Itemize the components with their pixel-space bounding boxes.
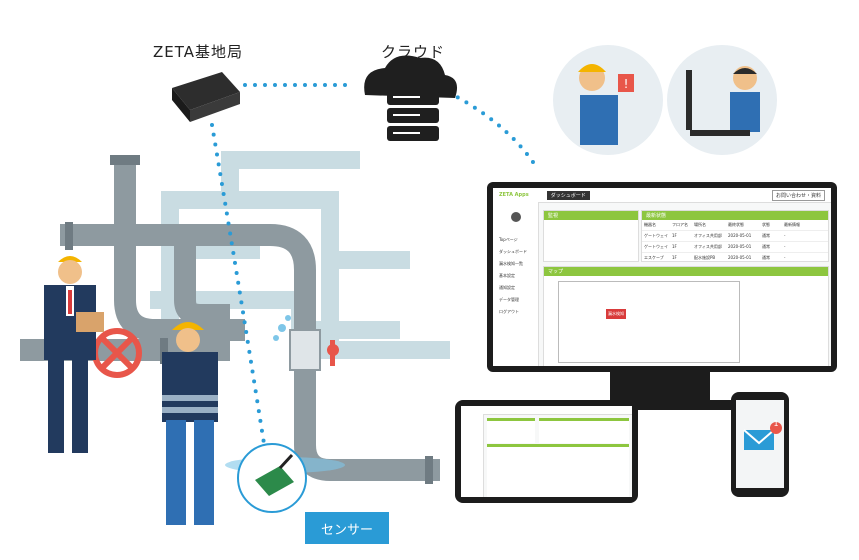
dashboard-header: ZETA Apps ダッシュボード お問い合わせ・資料 — [493, 188, 831, 203]
monitor-panel: 監視 — [543, 210, 639, 262]
table-header-cell: 最終状態 — [728, 222, 744, 227]
table-cell: 1F — [672, 244, 677, 249]
map-panel-title: マップ — [544, 267, 828, 276]
manager-figure — [44, 256, 104, 453]
sidebar-item[interactable]: 漏水検知一覧 — [499, 261, 523, 266]
table-header: 機器名 フロア名 場所名 最終状態 状態 最新情報 — [642, 220, 828, 230]
dashboard-tab[interactable]: ダッシュボード — [546, 190, 590, 200]
table-cell: 通常 — [762, 255, 770, 260]
table-cell: オフィス共用部 — [694, 233, 722, 238]
table-cell: 通常 — [762, 244, 770, 249]
sidebar-avatar-icon — [510, 212, 521, 222]
dashboard-logo: ZETA Apps — [499, 192, 529, 198]
base-station-label: ZETA基地局 — [153, 43, 244, 61]
tablet-map — [487, 444, 629, 497]
dashboard-sidebar: Topページ ダッシュボード 漏水検知一覧 基本設定 通知設定 データ管理 ログ… — [493, 202, 539, 366]
table-header-cell: 機器名 — [644, 222, 656, 227]
tablet-panel-left — [487, 418, 535, 443]
notification-badge: 1 — [773, 419, 779, 428]
sidebar-item[interactable]: ログアウト — [499, 309, 519, 314]
table-header-cell: 最新情報 — [784, 222, 800, 227]
monitor-panel-title: 監視 — [544, 211, 638, 220]
table-cell: 2020-05-01 — [728, 233, 752, 238]
field-worker-avatar: ! — [553, 45, 663, 155]
table-cell: ゲートウェイ — [644, 244, 668, 249]
table-cell: 配水施設PB — [694, 255, 716, 260]
table-cell: 通常 — [762, 233, 770, 238]
table-cell: エスケープ — [644, 255, 664, 260]
tablet-dashboard — [461, 406, 632, 497]
sidebar-item[interactable]: Topページ — [499, 237, 518, 242]
table-row[interactable]: ゲートウェイ 1F オフィス共用部 2020-05-01 通常 - — [642, 230, 828, 241]
table-cell: 2020-05-01 — [728, 255, 752, 260]
cloud-label: クラウド — [381, 43, 446, 61]
table-cell: 1F — [672, 233, 677, 238]
sensor-icon — [237, 443, 307, 513]
phone-frame — [731, 392, 789, 497]
status-panel-title: 最新状態 — [642, 211, 828, 220]
mail-icon — [743, 422, 782, 450]
table-cell: オフィス共用部 — [694, 244, 722, 249]
tablet-header — [461, 406, 632, 415]
svg-text:!: ! — [624, 77, 629, 91]
table-header-cell: フロア名 — [672, 222, 688, 227]
base-station-icon — [172, 72, 240, 122]
sidebar-item[interactable]: 通知設定 — [499, 285, 515, 290]
map-panel: マップ 漏水検知 — [543, 266, 829, 366]
worker-figure — [162, 322, 218, 525]
table-header-cell: 場所名 — [694, 222, 706, 227]
tablet-panel-right — [539, 418, 629, 443]
sidebar-item[interactable]: ダッシュボード — [499, 249, 527, 254]
table-row[interactable]: ゲートウェイ 1F オフィス共用部 2020-05-01 通常 - — [642, 241, 828, 252]
table-cell: 1F — [672, 255, 677, 260]
table-cell: - — [784, 255, 786, 260]
sensor-label: センサー — [305, 512, 389, 544]
table-cell: - — [784, 233, 786, 238]
tablet-sidebar — [461, 414, 484, 497]
table-cell: ゲートウェイ — [644, 233, 668, 238]
desktop-dashboard: ZETA Apps ダッシュボード お問い合わせ・資料 Topページ ダッシュボ… — [493, 188, 831, 366]
status-panel: 最新状態 機器名 フロア名 場所名 最終状態 状態 最新情報 ゲートウェイ 1F… — [641, 210, 829, 262]
table-cell: - — [784, 244, 786, 249]
office-worker-avatar — [667, 45, 777, 155]
table-row[interactable]: エスケープ 1F 配水施設PB 2020-05-01 通常 - — [642, 252, 828, 263]
sidebar-item[interactable]: 基本設定 — [499, 273, 515, 278]
pipe-flanges — [65, 155, 433, 484]
dashboard-top-button[interactable]: お問い合わせ・資料 — [771, 189, 825, 201]
table-header-cell: 状態 — [762, 222, 770, 227]
floor-plan — [558, 281, 740, 363]
sidebar-item[interactable]: データ管理 — [499, 297, 519, 302]
dotted-links — [210, 83, 537, 452]
map-alert-badge[interactable]: 漏水検知 — [606, 309, 626, 319]
table-cell: 2020-05-01 — [728, 244, 752, 249]
cloud-server-icon — [364, 55, 458, 141]
